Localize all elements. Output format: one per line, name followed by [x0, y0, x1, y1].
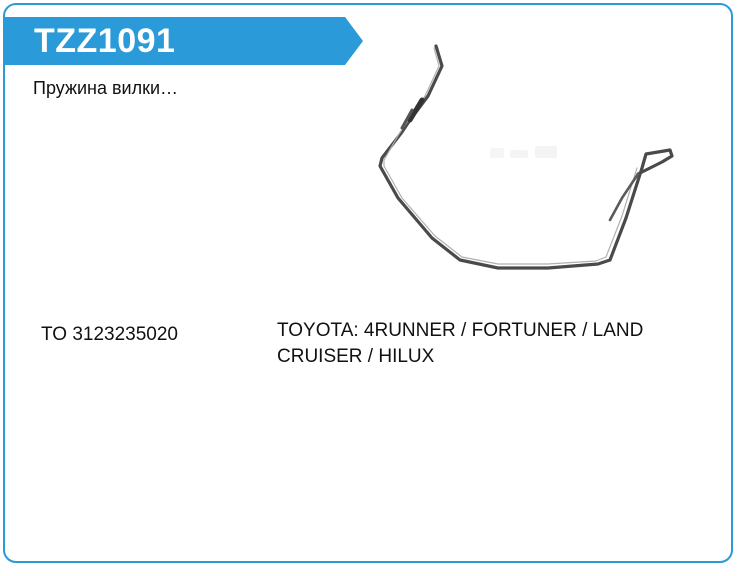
header-banner — [5, 17, 363, 65]
product-card — [3, 3, 733, 563]
banner-shape — [5, 17, 363, 65]
oem-reference-number: TO 3123235020 — [41, 324, 178, 345]
product-code: TZZ1091 — [34, 22, 176, 60]
product-description: Пружина вилки… — [33, 78, 179, 98]
vehicle-applications: TOYOTA: 4RUNNER / FORTUNER / LAND CRUISE… — [277, 320, 644, 367]
fork-spring-photo-icon — [370, 38, 690, 278]
fork-spring-illustration — [378, 44, 674, 270]
